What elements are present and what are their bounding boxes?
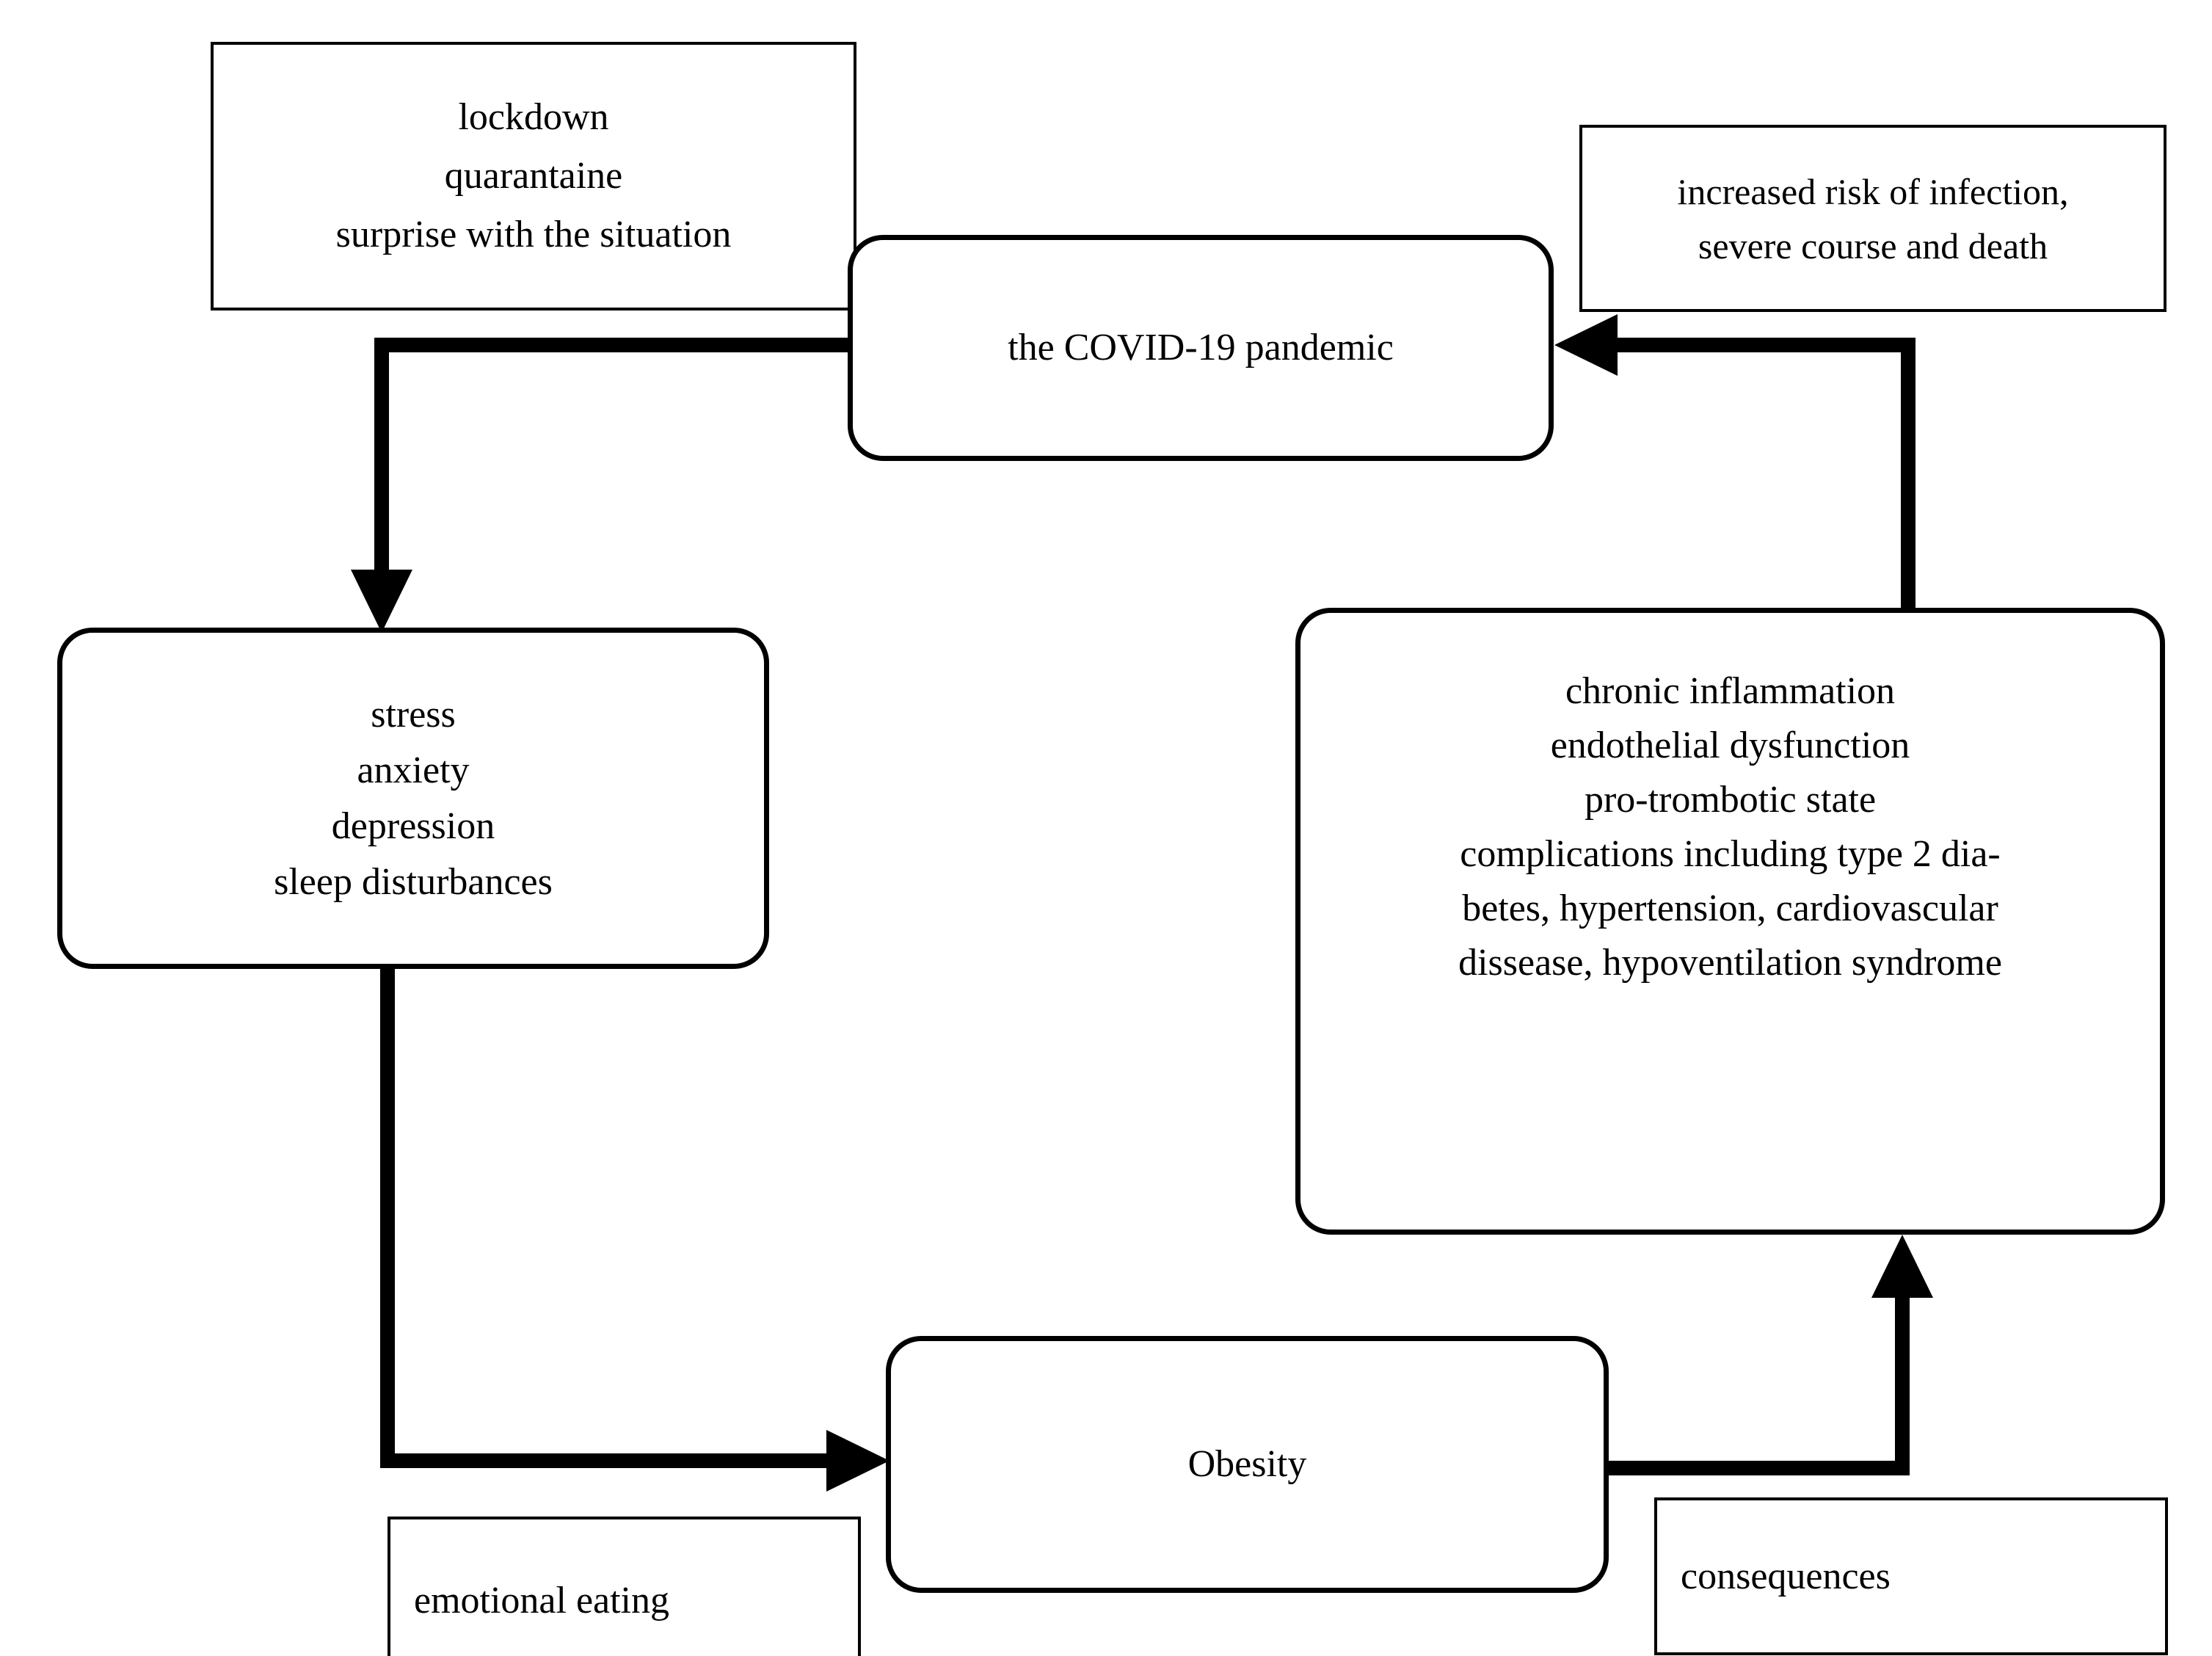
stress-line-2: anxiety	[357, 749, 470, 791]
stress-line-4: sleep disturbances	[274, 860, 553, 903]
node-consequences-annotation: consequences	[1654, 1497, 2168, 1655]
lockdown-line-1: lockdown	[458, 96, 609, 138]
node-stress-symptoms: stress anxiety depression sleep disturba…	[57, 628, 769, 969]
node-covid-pandemic: the COVID-19 pandemic	[848, 235, 1554, 461]
consequences-label: consequences	[1681, 1555, 1891, 1597]
emotional-label: emotional eating	[414, 1580, 670, 1622]
chronic-line-1: chronic inflammation	[1565, 670, 1896, 712]
node-obesity: Obesity	[886, 1336, 1609, 1593]
chronic-line-4: complications including type 2 dia-	[1460, 833, 2001, 875]
lockdown-line-2: quarantaine	[444, 155, 623, 197]
obesity-label: Obesity	[1187, 1443, 1307, 1485]
chronic-line-6: dissease, hypoventilation syndrome	[1458, 942, 2002, 984]
edge-stress-to-obesity	[380, 969, 889, 1492]
node-chronic-complications: chronic inflammation endothelial dysfunc…	[1295, 608, 2165, 1235]
chronic-line-2: endothelial dysfunction	[1550, 724, 1910, 766]
chronic-line-5: betes, hypertension, cardiovascular	[1462, 887, 1998, 929]
covid-label: the COVID-19 pandemic	[1008, 327, 1394, 368]
infection-line-2: severe course and death	[1698, 225, 2048, 266]
stress-line-3: depression	[331, 805, 495, 847]
edge-obesity-to-chronic	[1609, 1235, 1933, 1475]
chronic-line-3: pro-trombotic state	[1584, 779, 1877, 821]
infection-line-1: increased risk of infection,	[1677, 170, 2069, 212]
edge-covid-to-stress	[351, 338, 848, 633]
node-emotional-eating-annotation: emotional eating	[388, 1517, 861, 1656]
node-infection-risk-annotation: increased risk of infection, severe cour…	[1579, 125, 2166, 312]
lockdown-line-3: surprise with the situation	[335, 214, 732, 255]
edge-chronic-to-covid	[1554, 314, 1916, 608]
stress-line-1: stress	[371, 693, 456, 736]
node-lockdown-annotation: lockdown quarantaine surprise with the s…	[211, 42, 856, 310]
